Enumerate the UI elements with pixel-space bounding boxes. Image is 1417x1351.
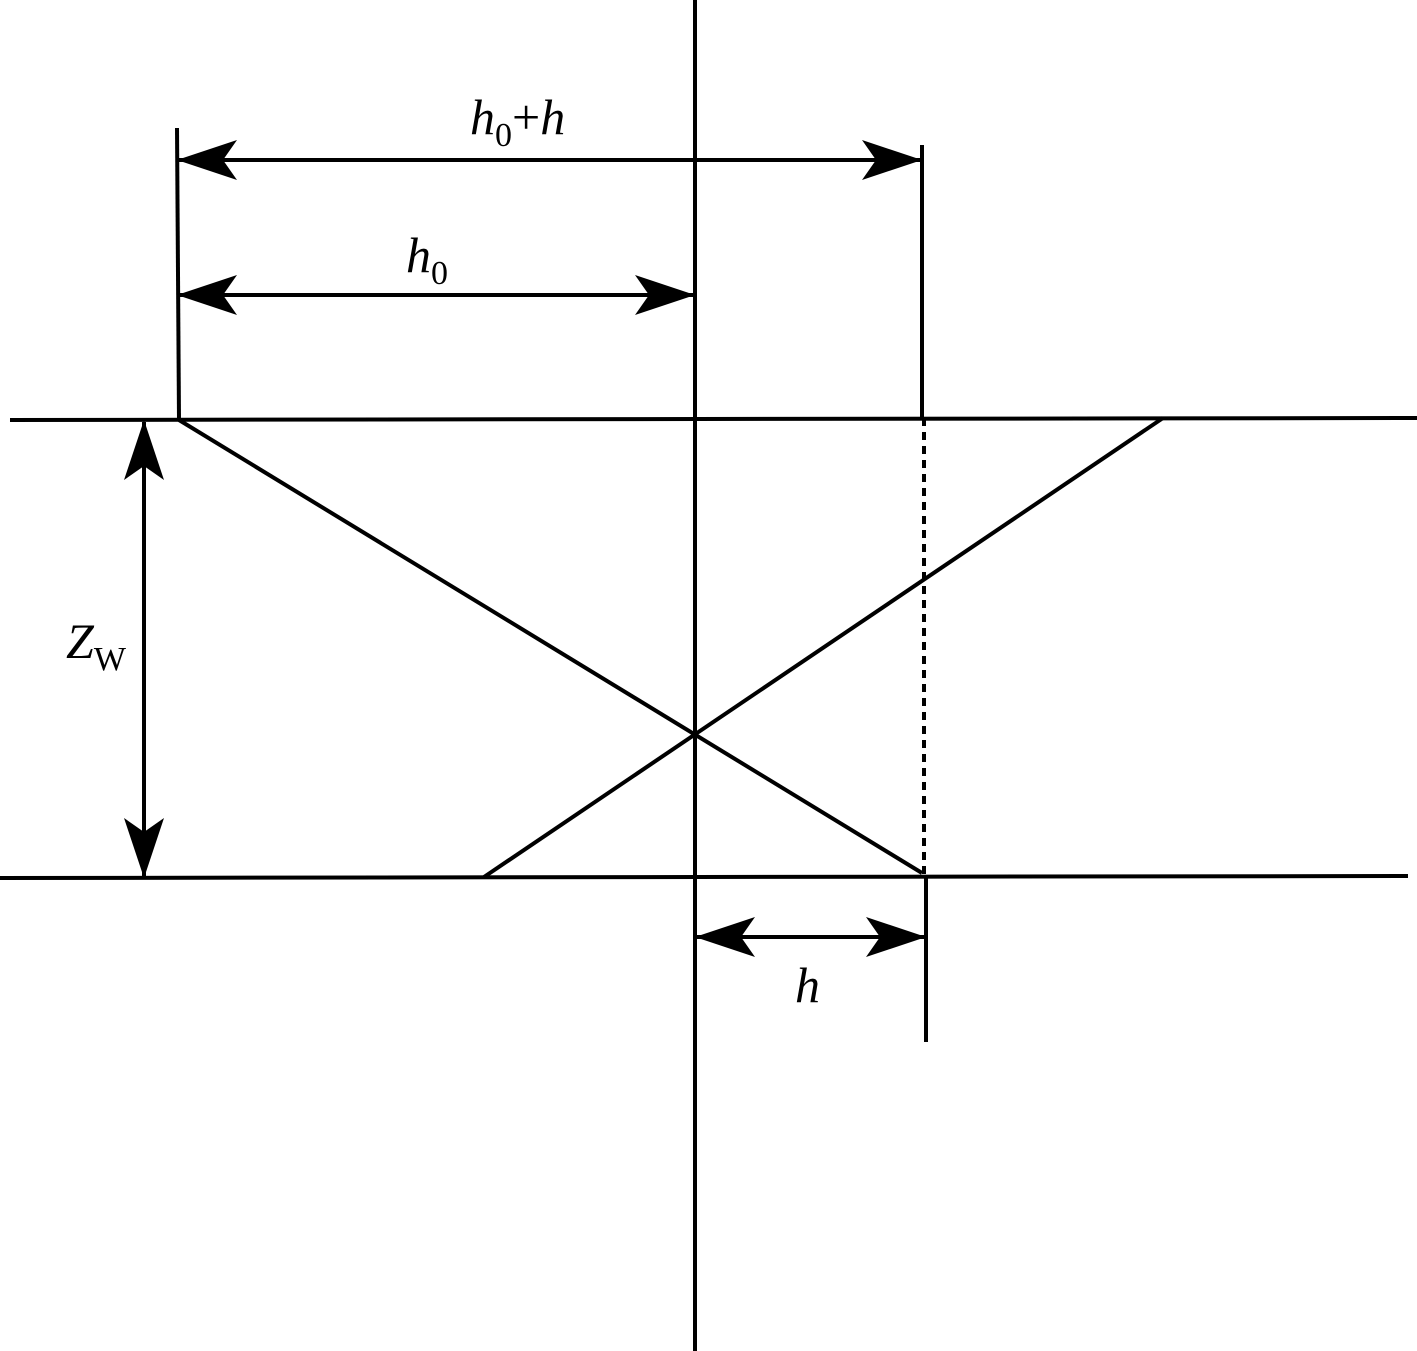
lower-level-line	[0, 874, 1409, 880]
h0-plus-h-label: h0+h	[470, 89, 565, 154]
upper-level-line	[9, 416, 1417, 422]
zw-label: ZW	[66, 613, 127, 678]
h0-label: h0	[406, 227, 448, 292]
h-label: h	[795, 957, 820, 1013]
descending-slope-line	[177, 418, 924, 875]
left-extension-line	[175, 127, 181, 421]
ascending-slope-line	[482, 416, 1165, 879]
